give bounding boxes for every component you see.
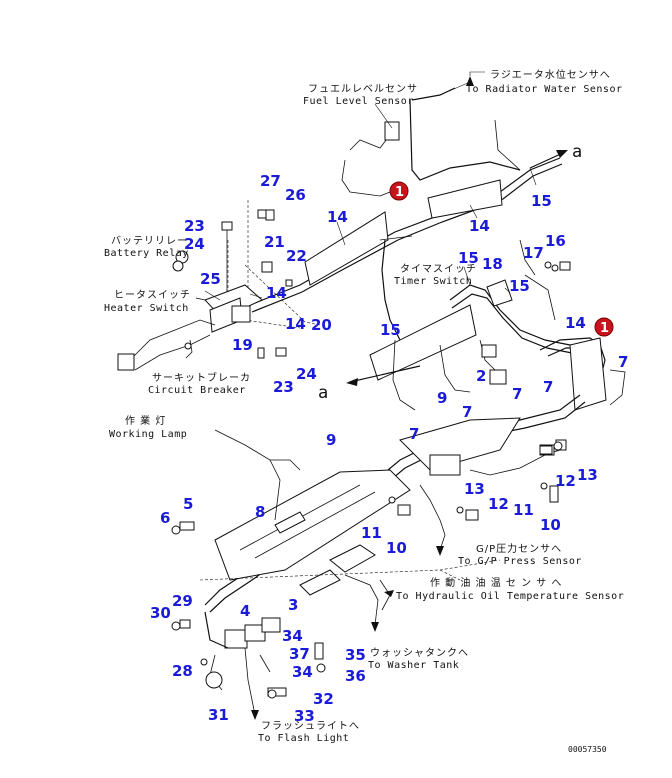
callout-25: 25: [200, 270, 221, 288]
fastener-group-right: [388, 441, 563, 521]
callout-14-a: 14: [327, 208, 348, 226]
callout-16: 16: [545, 232, 566, 250]
callout-23: 23: [184, 217, 205, 235]
highlight-badge-right: 1: [594, 317, 614, 337]
fuel-level-label-en: Fuel Level Sensor: [303, 96, 414, 107]
callout-22: 22: [286, 247, 307, 265]
callout-21: 21: [264, 233, 285, 251]
callout-29: 29: [172, 592, 193, 610]
callout-10-b: 10: [386, 539, 407, 557]
gp-press-label-jp: G/P圧力センサへ: [476, 542, 562, 555]
callout-17: 17: [523, 244, 544, 262]
callout-11-a: 11: [513, 501, 534, 519]
middle-harness: [346, 235, 626, 411]
callout-3: 3: [288, 596, 298, 614]
working-lamp-label-en: Working Lamp: [109, 429, 187, 440]
callout-33: 33: [294, 707, 315, 725]
callout-13-b: 13: [464, 480, 485, 498]
callout-24: 24: [184, 235, 205, 253]
callout-15-c: 15: [509, 277, 530, 295]
circuit-breaker-label-jp: サーキットブレーカ: [152, 371, 251, 384]
callout-32: 32: [313, 690, 334, 708]
callout-14-e: 14: [565, 314, 586, 332]
fuel-level-label-jp: フュエルレベルセンサ: [308, 83, 418, 95]
callout-8: 8: [255, 503, 265, 521]
callout-27: 27: [260, 172, 281, 190]
callout-15-b: 15: [458, 249, 479, 267]
callout-35: 35: [345, 646, 366, 664]
battery-relay-label-jp: バッテリリレー: [111, 235, 188, 247]
washer-tank-label-en: To Washer Tank: [368, 660, 459, 671]
callout-7-b: 7: [512, 385, 522, 403]
working-lamp-label-jp: 作 業 灯: [125, 414, 166, 427]
callout-10-a: 10: [540, 516, 561, 534]
callout-34-b: 34: [292, 663, 313, 681]
callout-12-a: 12: [555, 472, 576, 490]
flash-light-assembly: [171, 521, 326, 720]
battery-relay-assembly: [117, 200, 321, 371]
callout-7-e: 7: [409, 425, 419, 443]
callout-19: 19: [232, 336, 253, 354]
callout-7-a: 7: [618, 353, 628, 371]
highlight-badge-upper-text: 1: [395, 185, 404, 200]
callout-26: 26: [285, 186, 306, 204]
gp-press-label-en: To G/P Press Sensor: [458, 556, 582, 567]
heater-switch-label-en: Heater Switch: [104, 303, 189, 314]
callout-14-b: 14: [266, 284, 287, 302]
callout-34-a: 34: [282, 627, 303, 645]
heater-switch-label-jp: ヒータスイッチ: [114, 289, 191, 301]
callout-36: 36: [345, 667, 366, 685]
callout-30: 30: [150, 604, 171, 622]
callout-28: 28: [172, 662, 193, 680]
callout-9-b: 9: [326, 431, 336, 449]
washer-tank-label-jp: ウォッシャタンクへ: [370, 647, 469, 659]
callout-7-c: 7: [543, 378, 553, 396]
callout-14-d: 14: [469, 217, 490, 235]
hyd-oil-label-jp: 作 動 油 油 温 セ ン サ へ: [430, 576, 562, 589]
highlight-badge-right-text: 1: [600, 321, 609, 336]
callout-5: 5: [183, 495, 193, 513]
callout-numbers: 27 26 23 24 21 22 25 14 14 20 19 23 24 1…: [150, 172, 628, 725]
callout-31: 31: [208, 706, 229, 724]
upper-harness: [249, 71, 568, 313]
timer-switch-label-jp: タイマスイッチ: [400, 263, 477, 275]
callout-23-b: 23: [273, 378, 294, 396]
callout-15-a: 15: [531, 192, 552, 210]
circuit-breaker-label-en: Circuit Breaker: [148, 385, 246, 396]
timer-switch-label-en: Timer Switch: [394, 276, 472, 287]
callout-2: 2: [476, 367, 486, 385]
callout-7-d: 7: [462, 403, 472, 421]
callout-15-d: 15: [380, 321, 401, 339]
callout-18: 18: [482, 255, 503, 273]
arrow-letter-a-middle: a: [318, 383, 328, 403]
flash-light-label-jp: フラッシュライトへ: [261, 720, 360, 732]
lower-harness: [199, 394, 586, 632]
flash-light-label-en: To Flash Light: [258, 733, 349, 744]
callout-6: 6: [160, 509, 170, 527]
battery-relay-label-en: Battery Relay: [104, 248, 189, 259]
callout-20: 20: [311, 316, 332, 334]
radiator-label-jp: ラジエータ水位センサへ: [490, 68, 611, 81]
callout-9-a: 9: [437, 389, 447, 407]
callout-13-a: 13: [577, 466, 598, 484]
callout-37: 37: [289, 645, 310, 663]
callout-11-b: 11: [361, 524, 382, 542]
highlight-badge-upper: 1: [389, 181, 409, 201]
callout-24-b: 24: [296, 365, 317, 383]
arrow-letter-a-upper: a: [572, 142, 582, 162]
figure-code: 00057350: [568, 745, 607, 754]
callout-14-c: 14: [285, 315, 306, 333]
hyd-oil-label-en: To Hydraulic Oil Temperature Sensor: [396, 591, 624, 602]
callout-4: 4: [240, 602, 250, 620]
callout-12-b: 12: [488, 495, 509, 513]
radiator-label-en: To Radiator Water Sensor: [466, 84, 623, 95]
component-labels: フュエルレベルセンサ Fuel Level Sensor ラジエータ水位センサへ…: [104, 68, 624, 754]
